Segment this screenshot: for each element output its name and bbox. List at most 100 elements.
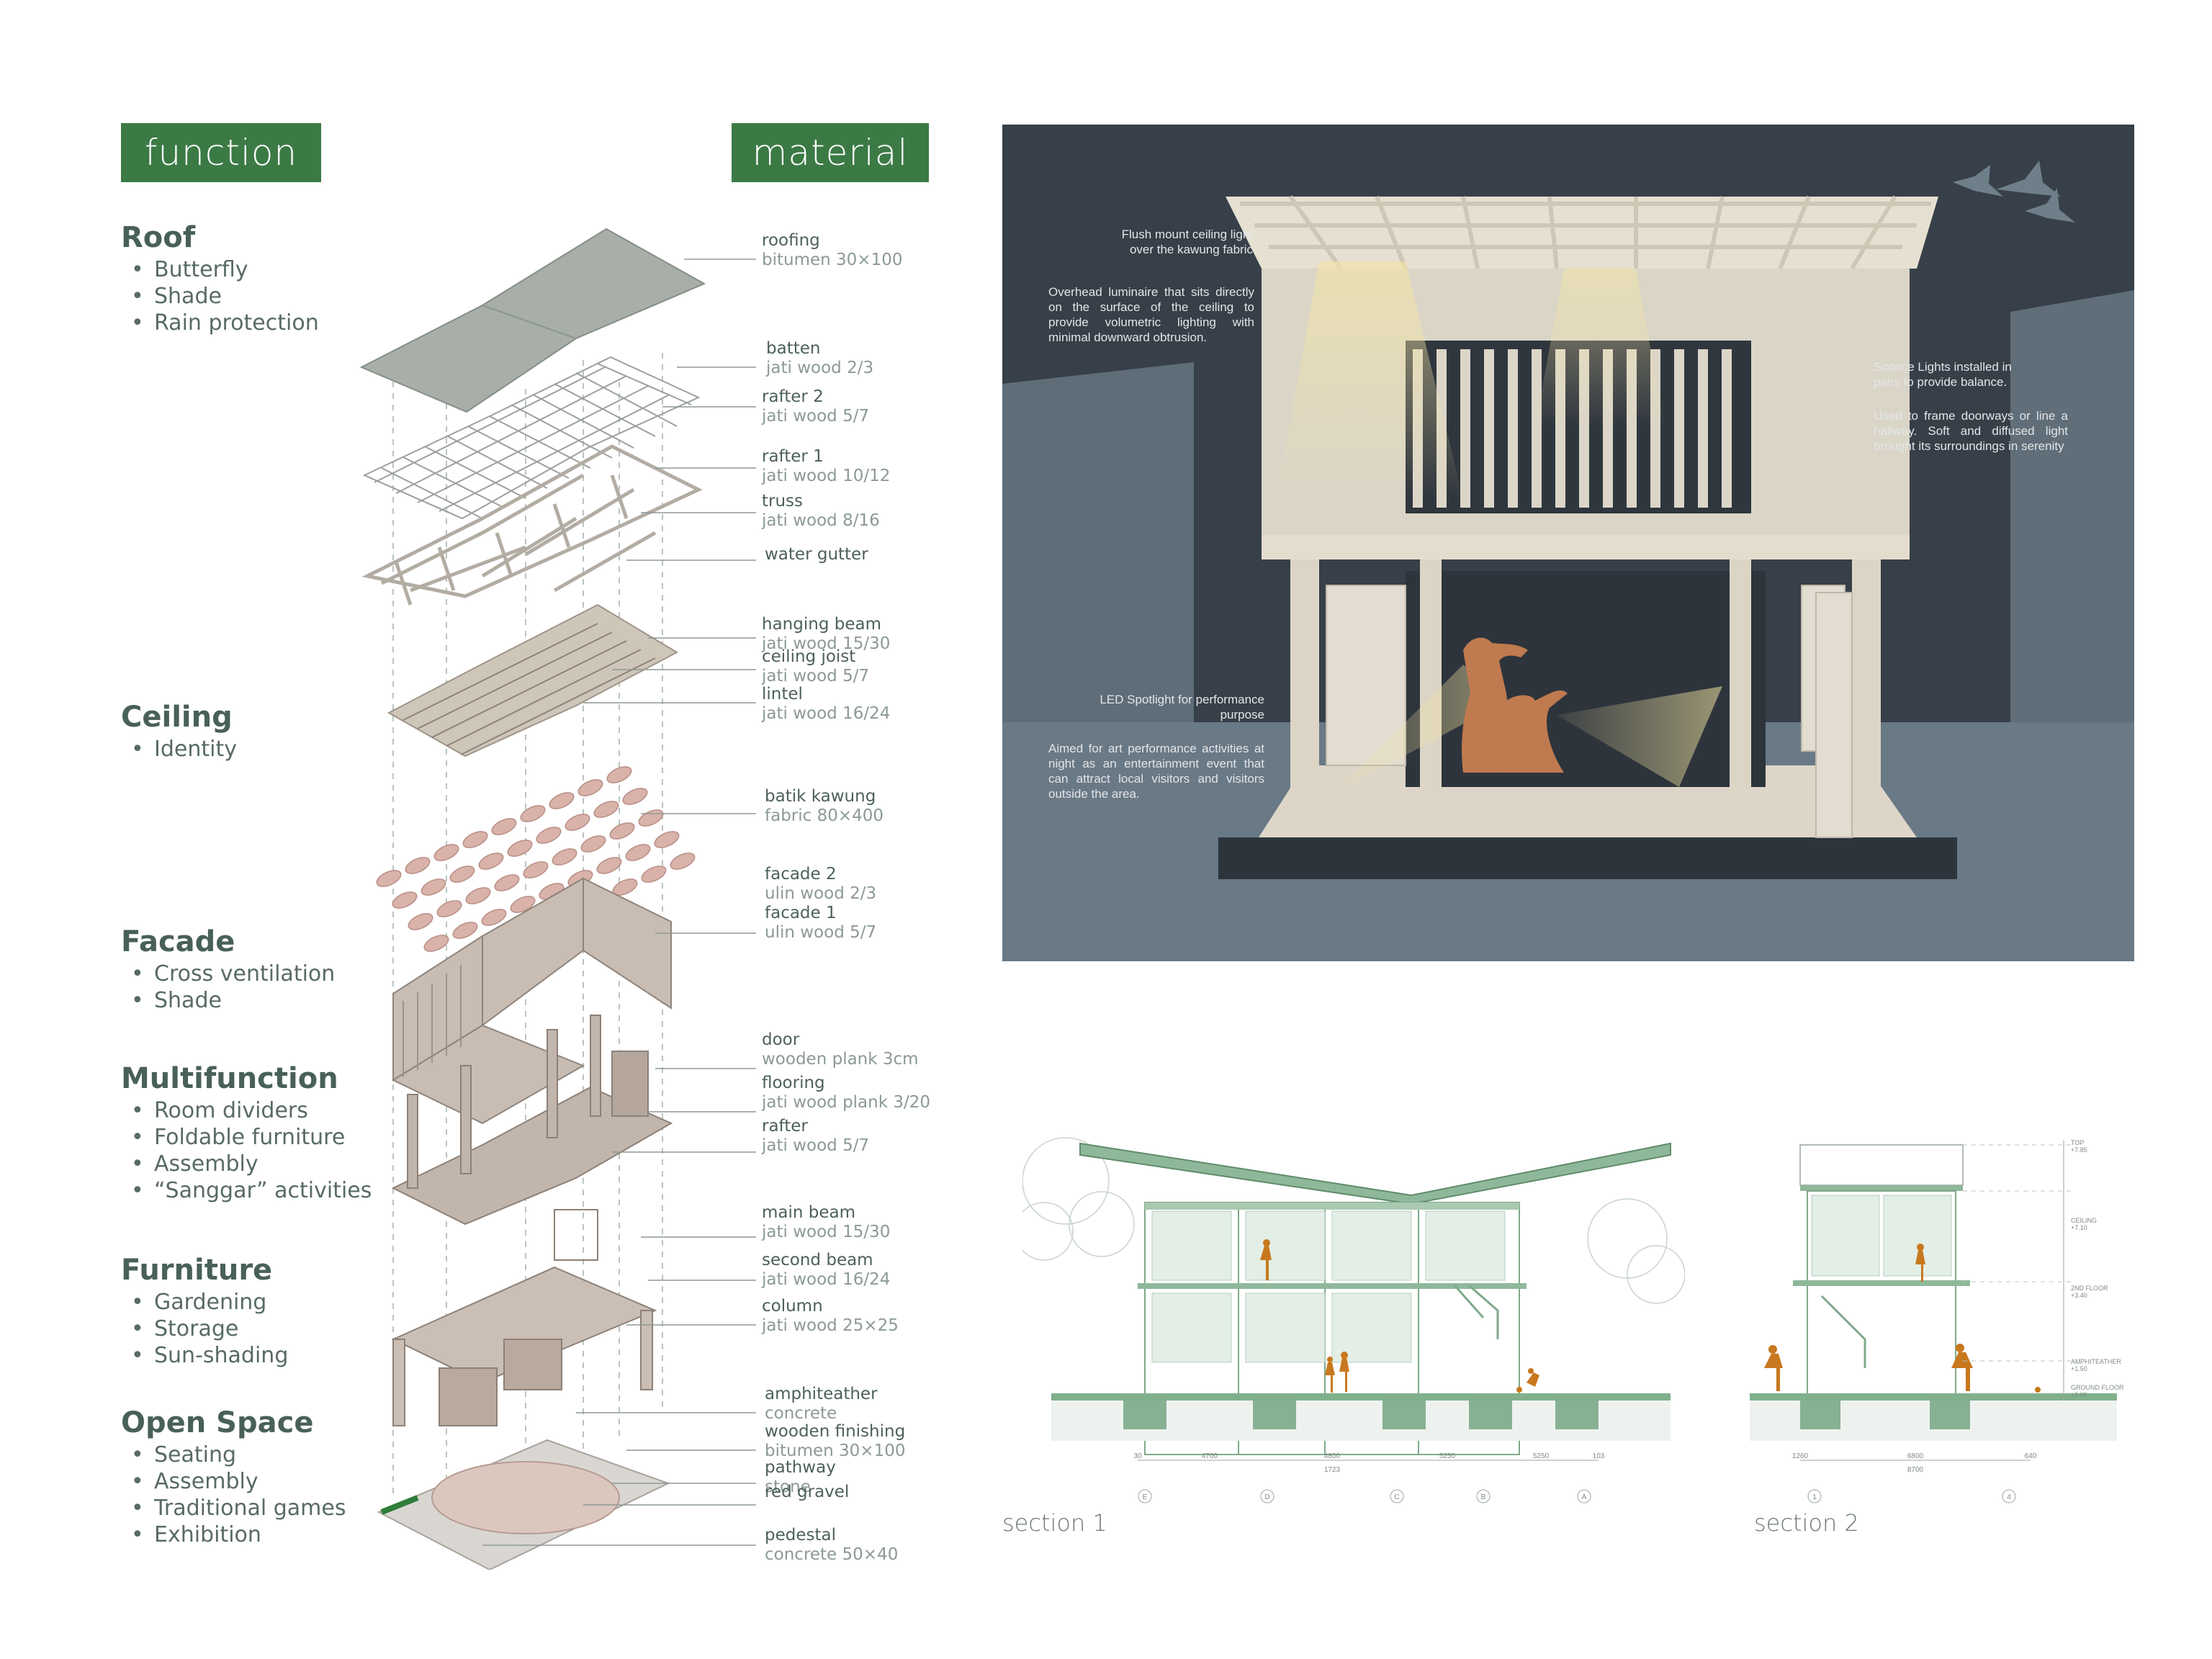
screen-panel xyxy=(1245,1210,1326,1281)
kawung-motif xyxy=(433,844,459,861)
function-item: “Sanggar” activities xyxy=(121,1177,372,1204)
level-name: 2ND FLOOR xyxy=(2071,1285,2108,1292)
leader-lines xyxy=(482,258,756,1546)
function-item: Foldable furniture xyxy=(121,1124,372,1151)
function-item: Identity xyxy=(121,736,237,763)
material-spec: jati wood plank 3/20 xyxy=(762,1093,931,1112)
function-item: Butterfly xyxy=(121,256,319,283)
level-value: ±0.00 xyxy=(2071,1391,2087,1398)
material-name: rafter xyxy=(762,1117,808,1136)
grid-label: 1 xyxy=(1812,1493,1817,1501)
dim-label: 640 xyxy=(2025,1452,2037,1460)
truss-layer xyxy=(361,444,703,606)
material-name: door xyxy=(762,1030,800,1049)
function-item: Rain protection xyxy=(121,310,319,336)
function-item: Seating xyxy=(121,1442,346,1468)
kawung-motif xyxy=(405,857,431,874)
material-name: facade 2 xyxy=(765,865,837,884)
material-name: amphiteather xyxy=(765,1385,878,1403)
kawung-motif xyxy=(552,848,577,866)
section-2-drawing: TOP +7.85 CEILING +7.10 2ND FLOOR +3.40 … xyxy=(1750,1139,2124,1503)
kawung-motif xyxy=(462,831,488,848)
grid-label: 4 xyxy=(2007,1493,2011,1501)
material-name: flooring xyxy=(762,1074,825,1092)
dim-total: 1723 xyxy=(1324,1466,1341,1474)
kawung-motif xyxy=(580,835,606,853)
material-spec: jati wood 5/7 xyxy=(762,407,870,426)
material-label: red gravel xyxy=(765,1482,849,1502)
slat xyxy=(1460,349,1470,508)
material-name: rafter 1 xyxy=(762,447,824,466)
kawung-motif xyxy=(520,805,546,822)
function-item: Traditional games xyxy=(121,1495,346,1521)
facade-layer xyxy=(391,877,672,1125)
slat xyxy=(1532,349,1542,508)
kawung-motif xyxy=(452,922,478,939)
screen-panel xyxy=(1151,1210,1232,1281)
perspective-render: Flush mount ceiling light over the kawun… xyxy=(1002,125,2134,961)
material-spec: bitumen 30×100 xyxy=(762,251,903,269)
material-spec: concrete 50×40 xyxy=(765,1545,899,1564)
ceiling-frame-layer xyxy=(387,603,679,757)
screen-panel xyxy=(1331,1292,1412,1363)
section-2-label: section 2 xyxy=(1754,1509,1859,1537)
kawung-motif xyxy=(654,831,680,848)
function-title: Open Space xyxy=(121,1406,314,1439)
function-item: Exhibition xyxy=(121,1521,346,1548)
dim-label: 103 xyxy=(1593,1452,1605,1460)
dim-label: 6800 xyxy=(1907,1452,1924,1460)
kawung-motif xyxy=(510,896,536,913)
material-spec: jati wood 16/24 xyxy=(762,704,891,723)
human-figures xyxy=(1764,1244,2041,1393)
batten-layer xyxy=(362,356,701,520)
slat xyxy=(1722,349,1732,508)
level-name: CEILING xyxy=(2071,1217,2097,1224)
slat xyxy=(1698,349,1708,508)
kawung-motif xyxy=(481,909,507,926)
grid-label: B xyxy=(1481,1493,1486,1501)
note-sconce-body: Used to frame doorways or line a hallway… xyxy=(1874,409,2068,453)
section-1-label: section 1 xyxy=(1002,1509,1107,1537)
function-item: Room dividers xyxy=(121,1097,372,1124)
material-spec: jati wood 25×25 xyxy=(762,1316,899,1335)
kawung-motif xyxy=(670,853,696,870)
material-name: lintel xyxy=(762,685,803,703)
material-name: pedestal xyxy=(765,1526,836,1545)
material-spec: ulin wood 5/7 xyxy=(765,923,877,942)
level-value: +7.10 xyxy=(2071,1224,2087,1231)
material-name: rafter 2 xyxy=(762,387,824,406)
material-spec: jati wood 16/24 xyxy=(762,1270,891,1289)
material-name: pathway xyxy=(765,1458,836,1477)
material-spec: jati wood 15/30 xyxy=(762,634,891,653)
kawung-motif xyxy=(596,857,622,874)
roof-layer xyxy=(359,228,706,413)
dim-label: 1260 xyxy=(1792,1452,1809,1460)
tree-outline xyxy=(1022,1137,1685,1304)
slat xyxy=(1674,349,1684,508)
material-header: material xyxy=(732,123,929,182)
material-name: roofing xyxy=(762,231,820,250)
material-name: main beam xyxy=(762,1203,856,1222)
dim-label: 30 xyxy=(1133,1452,1142,1460)
function-item: Assembly xyxy=(121,1151,372,1177)
note-flush-title: Flush mount ceiling light over the kawun… xyxy=(1121,228,1253,256)
material-name: red gravel xyxy=(765,1483,850,1501)
screen-panel xyxy=(1425,1210,1506,1281)
render-drawing xyxy=(1002,125,2134,961)
kawung-motif xyxy=(536,827,562,844)
screen-panel xyxy=(1245,1292,1326,1363)
material-name: hanging beam xyxy=(762,615,881,634)
kawung-motif xyxy=(449,866,475,883)
